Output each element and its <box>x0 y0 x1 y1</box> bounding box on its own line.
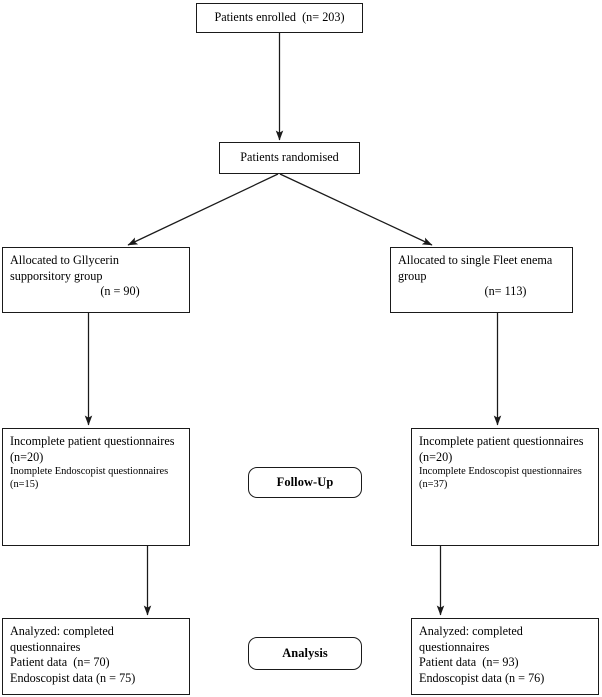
node-followup-fleet: Incomplete patient questionnaires (n=20)… <box>411 428 599 546</box>
node-analyzed-glycerin: Analyzed: completed questionnaires Patie… <box>2 618 190 695</box>
analyzed-glycerin-patient-data: Patient data (n= 70) <box>10 655 110 669</box>
followup-glycerin-line2: (n=20) <box>10 449 44 464</box>
allocated-glycerin-line1: Allocated to Gllycerin <box>10 253 119 267</box>
analyzed-fleet-line1: Analyzed: completed <box>419 624 523 638</box>
node-patients-enrolled: Patients enrolled (n= 203) <box>196 3 363 33</box>
edge-randomised-to-fleet <box>279 173 433 246</box>
followup-fleet-line3: Incomplete Endoscopist questionnaires <box>419 466 582 477</box>
patients-enrolled-label: Patients enrolled (n= 203) <box>214 10 345 25</box>
analyzed-glycerin-endoscopist-data: Endoscopist data (n = 75) <box>10 670 136 685</box>
node-analyzed-fleet: Analyzed: completed questionnaires Patie… <box>411 618 599 695</box>
node-patients-randomised: Patients randomised <box>219 142 360 174</box>
allocated-fleet-count: (n= 113) <box>484 284 527 298</box>
followup-fleet-line2: (n=20) <box>419 449 453 464</box>
followup-fleet-line4: (n=37) <box>419 479 448 490</box>
followup-glycerin-line4: (n=15) <box>10 479 39 490</box>
analyzed-glycerin-line1: Analyzed: completed <box>10 624 114 638</box>
node-allocated-fleet-enema: Allocated to single Fleet enema group (n… <box>390 247 573 313</box>
analyzed-fleet-endoscopist-data: Endoscopist data (n = 76) <box>419 670 545 685</box>
stage-follow-up-text: Follow-Up <box>276 475 334 489</box>
allocated-glycerin-count: (n = 90) <box>100 284 140 298</box>
followup-fleet-line1: Incomplete patient questionnaires <box>419 434 584 448</box>
allocated-fleet-line2: group <box>398 268 427 283</box>
node-followup-glycerin: Incomplete patient questionnaires (n=20)… <box>2 428 190 546</box>
stage-label-follow-up: Follow-Up <box>248 467 362 498</box>
allocated-glycerin-line2: supporsitory group <box>10 268 103 283</box>
followup-glycerin-line1: Incomplete patient questionnaires <box>10 434 175 448</box>
edge-randomised-to-glycerin <box>127 173 279 246</box>
analyzed-glycerin-line2: questionnaires <box>10 639 81 654</box>
allocated-fleet-line1: Allocated to single Fleet enema <box>398 253 553 267</box>
node-allocated-glycerin-suppository: Allocated to Gllycerin supporsitory grou… <box>2 247 190 313</box>
analyzed-fleet-patient-data: Patient data (n= 93) <box>419 655 519 669</box>
analyzed-fleet-line2: questionnaires <box>419 639 490 654</box>
stage-label-analysis: Analysis <box>248 637 362 670</box>
patients-randomised-label: Patients randomised <box>240 150 339 165</box>
followup-glycerin-line3: Inomplete Endoscopist questionnaires <box>10 466 169 477</box>
stage-analysis-text: Analysis <box>282 646 328 660</box>
